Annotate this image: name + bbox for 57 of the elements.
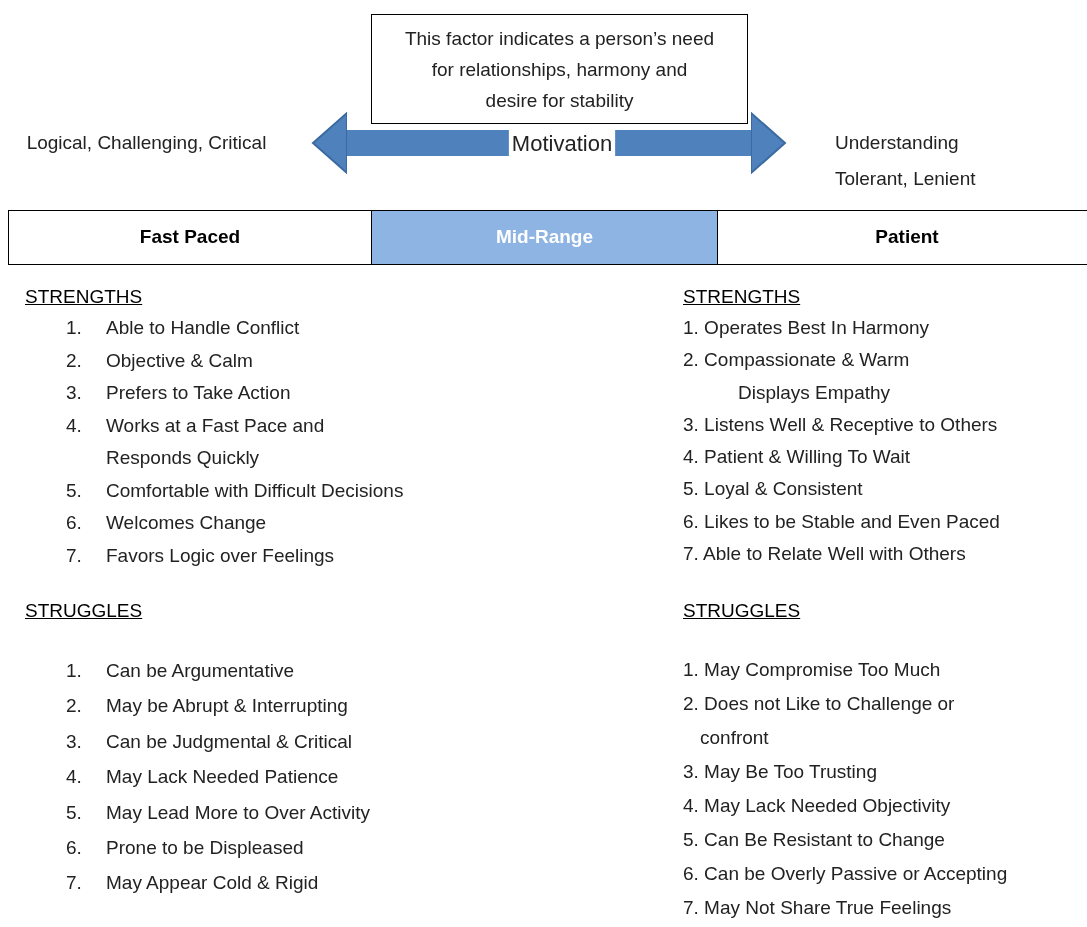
list-text: 7. Able to Relate Well with Others [683, 542, 967, 567]
list-text: 6. Likes to be Stable and Even Paced [683, 509, 1000, 534]
block-arrow [312, 112, 509, 174]
list-text: 3. May Be Too Trusting [683, 760, 878, 784]
list-text: May Appear Cold & Rigid [106, 871, 319, 896]
list-text: 3. Listens Well & Receptive to Others [683, 412, 999, 437]
note-box: This factor indicates a person’s need for relationships, harmony and desire for stability [371, 14, 748, 124]
range-cell: Patient [717, 210, 1087, 265]
list-text: Prefers to Take Action [106, 381, 291, 405]
list-text: 2. Does not Like to Challenge or confront [683, 692, 956, 750]
list-number: 1. [66, 659, 83, 683]
list-text: 6. Can be Overly Passive or Accepting [683, 862, 1009, 886]
list-text: Welcomes Change [106, 511, 267, 535]
list-text: 7. May Not Share True Feelings [683, 896, 953, 920]
section-heading: STRENGTHS [683, 285, 802, 309]
list-text: 2. Compassionate & Warm [683, 348, 911, 373]
label-text: Tolerant, Lenient [835, 167, 976, 191]
list-text: Can be Judgmental & Critical [106, 729, 353, 754]
list-number: 5. [66, 478, 83, 503]
list-text: May Lack Needed Patience [106, 765, 339, 790]
list-number: 1. [66, 316, 83, 340]
list-text: 1. Operates Best In Harmony [683, 316, 931, 340]
range-cell: Fast Paced [8, 210, 372, 265]
list-number: 6. [66, 836, 83, 861]
list-number: 2. [66, 694, 83, 719]
list-number: 3. [66, 381, 83, 405]
list-text: 5. Loyal & Consistent [683, 477, 864, 502]
list-text: 1. May Compromise Too Much [683, 658, 942, 682]
center-label: Motivation [508, 125, 616, 161]
list-text: Objective & Calm [106, 348, 253, 373]
list-text: Prone to be Displeased [106, 836, 304, 861]
list-text: May be Abrupt & Interrupting [106, 694, 348, 719]
range-cell-highlighted: Mid-Range [371, 210, 718, 265]
list-text: 5. Can Be Resistant to Change [683, 828, 946, 852]
section-heading: STRUGGLES [683, 599, 802, 623]
label-text: Understanding [835, 131, 959, 155]
list-text: Comfortable with Difficult Decisions [106, 478, 404, 503]
section-heading: STRENGTHS [25, 285, 144, 309]
list-text: Able to Handle Conflict [106, 316, 300, 340]
section-heading: STRUGGLES [25, 599, 144, 623]
block-arrow [615, 112, 786, 174]
list-text: Can be Argumentative [106, 659, 294, 683]
list-number: 7. [66, 871, 83, 896]
list-number: 7. [66, 543, 83, 568]
list-number: 6. [66, 511, 83, 535]
list-number: 4. [66, 765, 83, 790]
side-label: Logical, Challenging, Critical [25, 125, 313, 161]
list-text: Displays Empathy [737, 380, 892, 405]
list-text: 4. Patient & Willing To Wait [683, 445, 912, 470]
list-text: Works at a Fast Pace and Responds Quickly [106, 413, 326, 470]
list-number: 3. [66, 729, 83, 754]
list-number: 2. [66, 348, 83, 373]
list-text: May Lead More to Over Activity [106, 800, 370, 825]
list-text: 4. May Lack Needed Objectivity [683, 794, 952, 818]
list-text: Favors Logic over Feelings [106, 543, 335, 568]
list-number: 5. [66, 800, 83, 825]
list-number: 4. [66, 413, 83, 438]
